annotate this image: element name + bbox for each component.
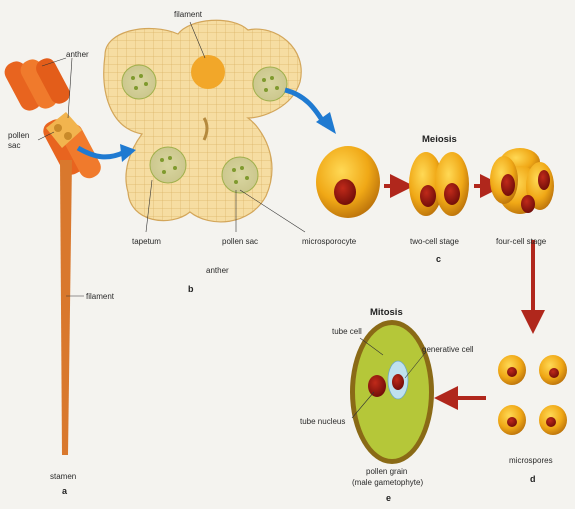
filament-stalk [60, 160, 72, 455]
label-filament-top: filament [174, 10, 203, 19]
label-anther-top: anther [66, 50, 89, 59]
heading-mitosis: Mitosis [370, 307, 403, 318]
anther-lobes-top [1, 55, 73, 114]
label-anther-cross: anther [206, 266, 229, 275]
anther-lobes-cut [40, 112, 105, 182]
panel-letter-a: a [62, 486, 68, 496]
label-four-cell-stage: four-cell stage [496, 237, 547, 246]
label-pollen-sac-line2: sac [8, 141, 20, 150]
heading-meiosis: Meiosis [422, 134, 457, 145]
anther-cross-section [104, 20, 301, 222]
microsporocyte-cell [316, 146, 380, 218]
label-generative-cell: generative cell [422, 345, 474, 354]
two-cell-stage-cells [409, 152, 469, 216]
label-tube-cell: tube cell [332, 327, 362, 336]
label-tube-nucleus: tube nucleus [300, 417, 345, 426]
label-pollen-grain-line1: pollen grain [366, 467, 407, 476]
four-cell-stage-cells [490, 148, 554, 214]
stamen-illustration [1, 55, 104, 455]
label-pollen-grain-line2: (male gametophyte) [352, 478, 423, 487]
panel-letter-e: e [386, 493, 391, 503]
label-tapetum: tapetum [132, 237, 161, 246]
panel-letter-b: b [188, 284, 194, 294]
microspore-cells [498, 355, 567, 435]
label-microspores: microspores [509, 456, 553, 465]
anther-tissue [104, 20, 301, 222]
label-pollen-sac-line1: pollen [8, 131, 29, 140]
label-pollen-sac-cross: pollen sac [222, 237, 258, 246]
panel-letter-c: c [436, 254, 441, 264]
label-stamen: stamen [50, 472, 76, 481]
label-microsporocyte: microsporocyte [302, 237, 357, 246]
label-filament-stalk: filament [86, 292, 115, 301]
vascular-bundle [191, 55, 225, 89]
panel-letter-d: d [530, 474, 536, 484]
pollen-grain [350, 320, 434, 464]
label-two-cell-stage: two-cell stage [410, 237, 459, 246]
